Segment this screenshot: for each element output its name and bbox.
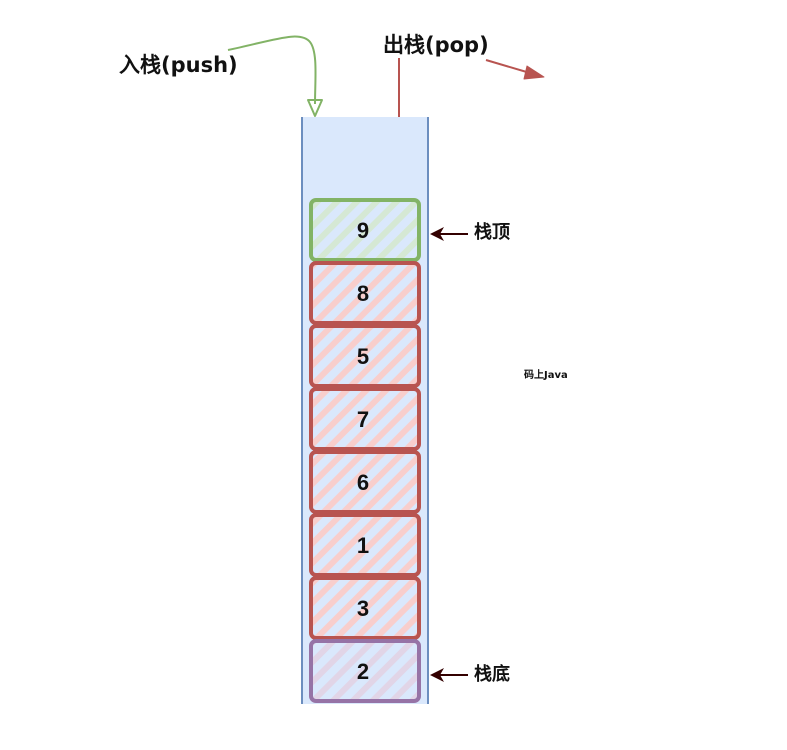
stack-item-fill — [313, 328, 419, 386]
pop-arrow — [485, 59, 531, 74]
stack-item-box — [309, 513, 421, 577]
stack-items: 9 8 5 7 6 1 3 2 — [309, 198, 421, 703]
push-arrow — [227, 35, 317, 105]
stack-item: 9 — [309, 198, 421, 262]
push-arrow-head — [307, 99, 323, 117]
stack-item-fill — [313, 580, 419, 638]
stack-item-fill — [313, 643, 419, 701]
stack-item-box — [309, 261, 421, 325]
stack-item-fill — [313, 391, 419, 449]
stack-item: 2 — [309, 639, 421, 703]
stack-item-box — [309, 450, 421, 514]
stack-item-fill — [313, 265, 419, 323]
stack-item-box — [309, 639, 421, 703]
stack-bottom-label: 栈底 — [474, 664, 510, 685]
pop-arrow-head — [523, 65, 545, 80]
stack-top-label: 栈顶 — [474, 222, 510, 243]
stack-item: 1 — [309, 513, 421, 577]
stack-bottom-pointer-head — [430, 668, 444, 682]
stack-item-fill — [313, 517, 419, 575]
push-label: 入栈(push) — [119, 53, 238, 77]
stack-item-label: 5 — [357, 344, 369, 369]
stack-item: 3 — [309, 576, 421, 640]
stack-item-label: 6 — [357, 470, 369, 495]
watermark-text: 码上Java — [524, 370, 568, 381]
stack-item-label: 7 — [357, 407, 369, 432]
stack-item-fill — [313, 454, 419, 512]
stack-item-fill — [313, 202, 419, 260]
stack-item-box — [309, 198, 421, 262]
stack-item-box — [309, 387, 421, 451]
stack-item: 5 — [309, 324, 421, 388]
stack-item-box — [309, 324, 421, 388]
pop-label: 出栈(pop) — [383, 33, 489, 57]
stack-item: 7 — [309, 387, 421, 451]
stack-item-label: 8 — [357, 281, 369, 306]
stack-item-label: 1 — [357, 533, 369, 558]
stack-top-pointer-head — [430, 227, 444, 241]
stack-item-label: 3 — [357, 596, 369, 621]
stack-item-box — [309, 576, 421, 640]
stack-item: 8 — [309, 261, 421, 325]
stack-item: 6 — [309, 450, 421, 514]
stack-item-label: 2 — [357, 659, 369, 684]
stack-item-label: 9 — [357, 218, 369, 243]
